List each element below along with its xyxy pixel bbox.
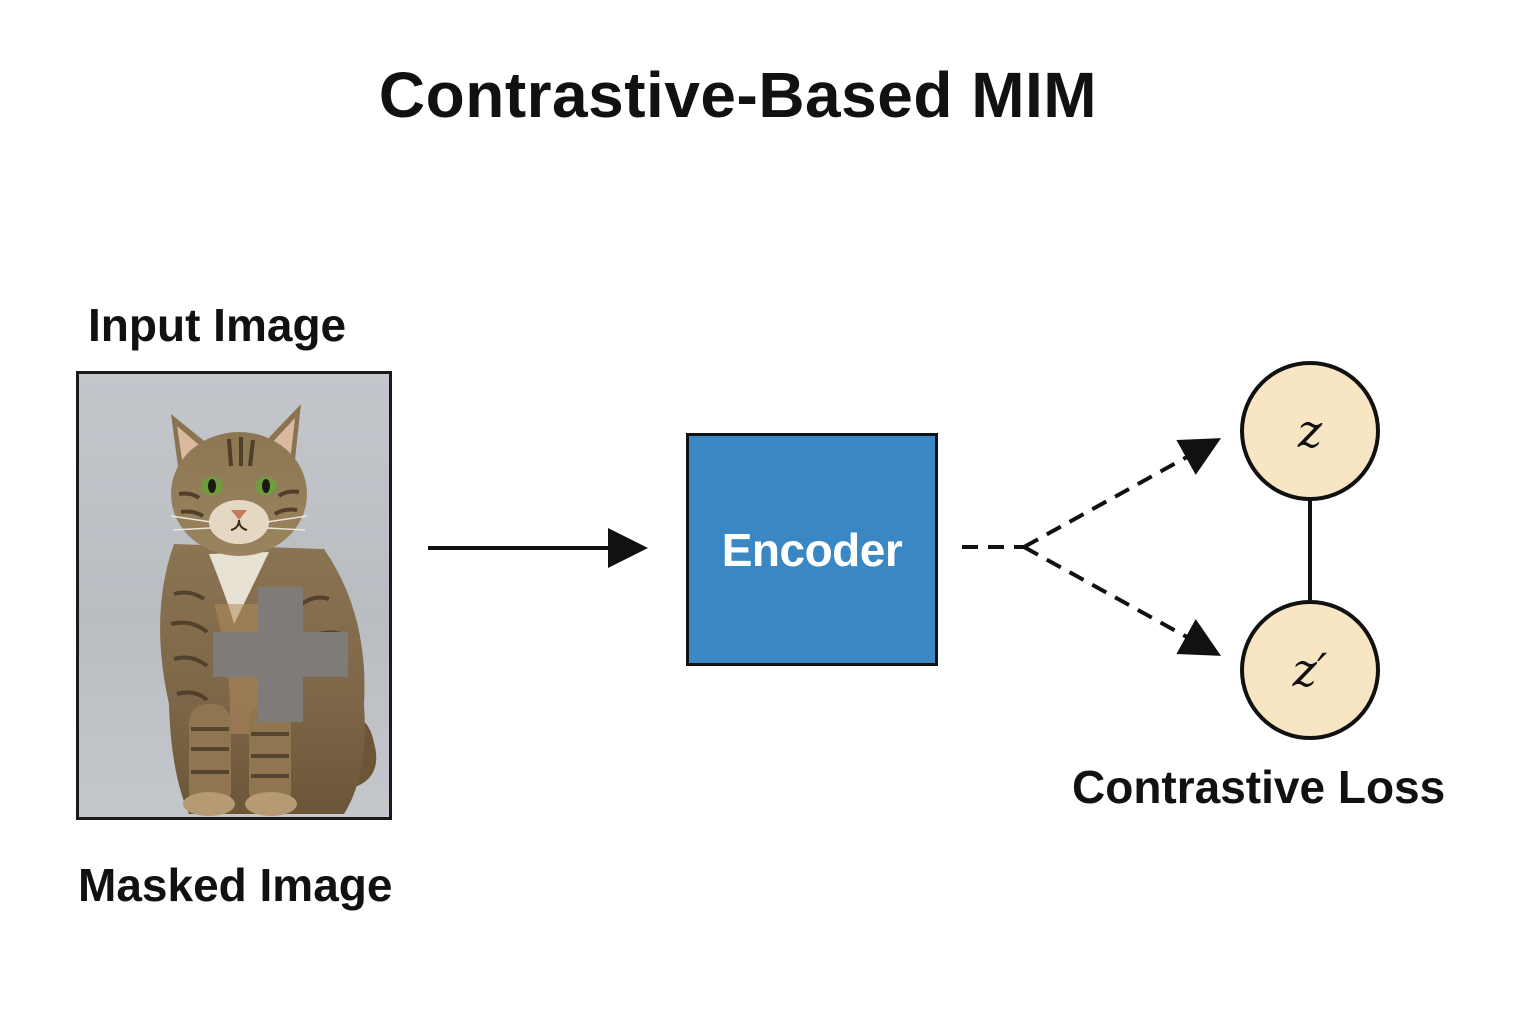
diagram-title: Contrastive-Based MIM <box>378 59 1098 131</box>
embedding-z-prime-node: z′ <box>1240 600 1380 740</box>
encoder-label: Encoder <box>721 523 903 576</box>
loss-connector-line <box>1308 497 1312 600</box>
masked-image-label: Masked Image <box>78 859 393 911</box>
masked-image-frame <box>76 371 392 820</box>
embedding-z-prime-label: z′ <box>1292 643 1328 697</box>
split-to-z-prime-arrow <box>1023 545 1222 656</box>
embedding-z-label: z <box>1297 404 1323 458</box>
mask-patches <box>213 587 348 722</box>
contrastive-loss-label: Contrastive Loss <box>1072 761 1446 813</box>
input-image-label: Input Image <box>88 299 347 351</box>
encoder-box: Encoder <box>686 433 938 666</box>
split-to-z-arrow <box>1023 438 1222 549</box>
embedding-z-node: z <box>1240 361 1380 501</box>
cat-image <box>160 404 377 816</box>
